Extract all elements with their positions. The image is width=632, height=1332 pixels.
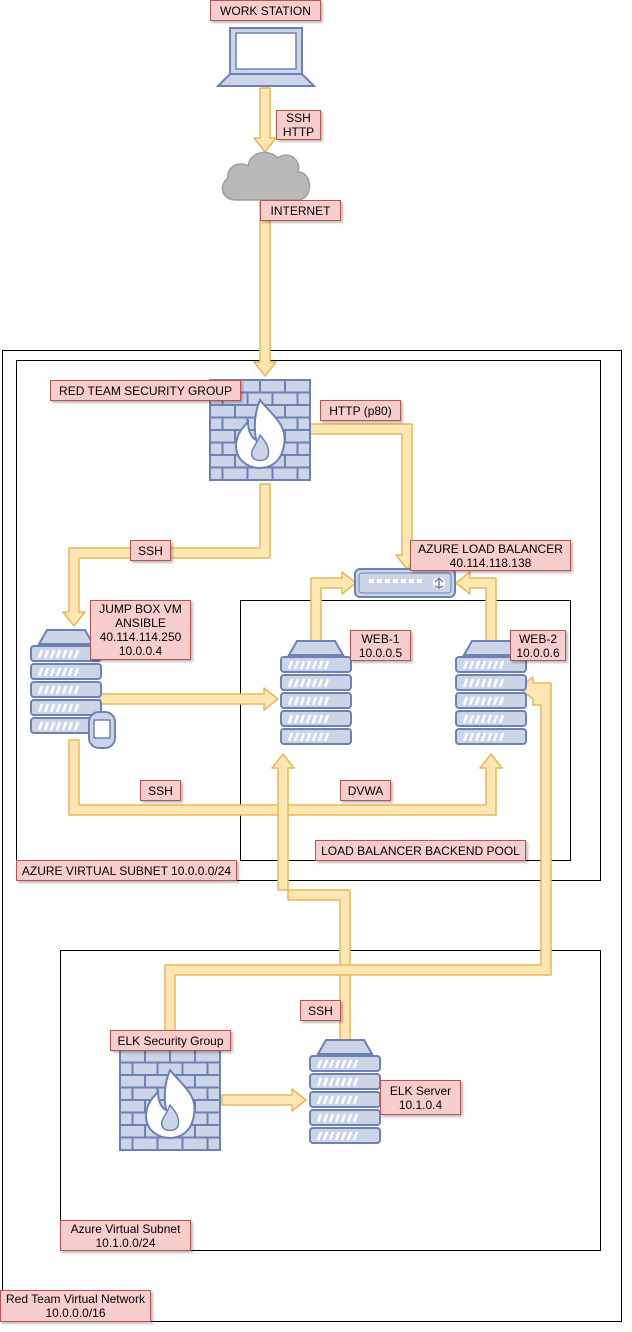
arrow-elk-to-web1 xyxy=(271,753,351,1041)
red-team-virtual-network-boundary xyxy=(2,350,622,1322)
azure-virtual-subnet-1-boundary xyxy=(16,360,601,881)
arrow-elk-firewall-to-elk-server xyxy=(221,1088,307,1112)
arrow-web1-to-load-balancer xyxy=(310,571,357,643)
cloud-icon xyxy=(221,151,311,201)
ssh-jump-label: SSH xyxy=(130,540,171,561)
arrow-internet-to-firewall xyxy=(253,201,277,377)
server-icon xyxy=(31,630,116,749)
laptop-icon xyxy=(215,27,317,87)
firewall-icon xyxy=(119,1049,221,1151)
arrow-web2-to-load-balancer xyxy=(455,571,497,643)
ssh-bottom-label: SSH xyxy=(140,780,181,801)
azure-subnet-1-label: AZURE VIRTUAL SUBNET 10.0.0.0/24 xyxy=(16,860,237,881)
backend-pool-label: LOAD BALANCER BACKEND POOL xyxy=(315,840,526,861)
ssh-elk-label: SSH xyxy=(300,1000,341,1021)
dvwa-label: DVWA xyxy=(340,780,391,801)
internet-label: INTERNET xyxy=(260,200,341,221)
arrow-firewall-to-load-balancer xyxy=(309,423,419,570)
red-team-security-group-label: RED TEAM SECURITY GROUP xyxy=(50,380,241,401)
http-p80-label: HTTP (p80) xyxy=(320,400,401,421)
arrow-workstation-to-internet xyxy=(253,87,277,153)
jump-box-label: JUMP BOX VM ANSIBLE 40.114.114.250 10.0.… xyxy=(90,600,191,660)
server-icon xyxy=(310,1040,380,1143)
azure-virtual-subnet-2-boundary xyxy=(60,950,601,1251)
arrow-jumpbox-to-web1 xyxy=(99,687,279,711)
load-balancer-icon xyxy=(354,568,456,598)
elk-security-group-label: ELK Security Group xyxy=(110,1030,231,1051)
server-icon xyxy=(281,641,351,744)
arrow-jumpbox-to-web2 xyxy=(68,739,503,816)
workstation-label: WORK STATION xyxy=(210,0,321,21)
